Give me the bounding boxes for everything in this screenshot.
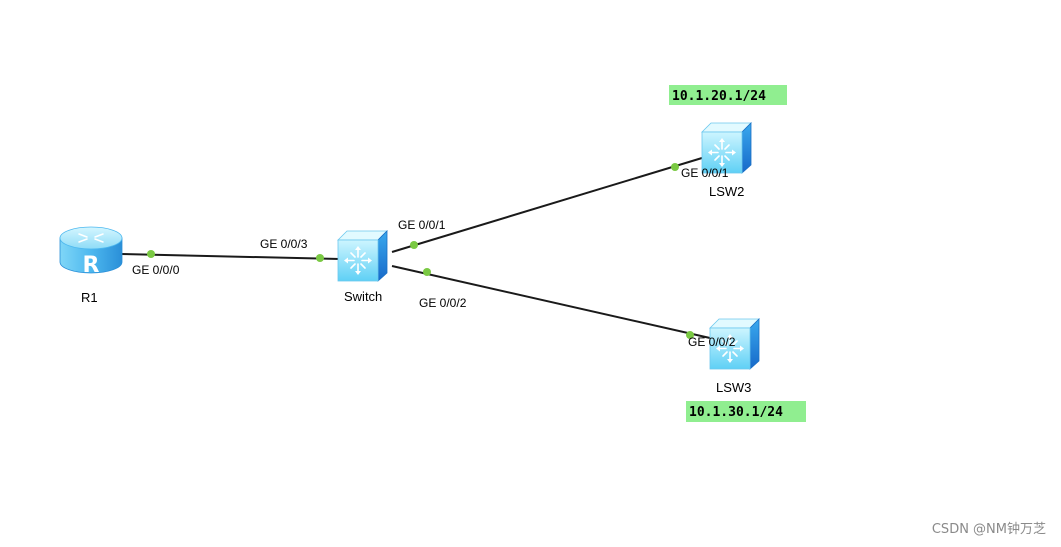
device-label-switch: Switch (344, 289, 382, 304)
port-dot-r1-ge000 (147, 250, 155, 258)
ip-label-lsw2: 10.1.20.1/24 (669, 85, 787, 105)
link-switch-lsw3[interactable] (391, 265, 711, 339)
port-label-switch-ge003: GE 0/0/3 (260, 237, 308, 251)
ip-text-lsw3: 10.1.30.1/24 (689, 405, 783, 420)
port-dot-lsw2-ge001 (671, 163, 679, 171)
ip-label-lsw3: 10.1.30.1/24 (686, 401, 806, 422)
port-label-r1-ge000: GE 0/0/0 (132, 263, 180, 277)
switch-main[interactable] (337, 230, 388, 282)
device-label-lsw3: LSW3 (716, 380, 751, 395)
port-label-switch-ge002: GE 0/0/2 (419, 296, 467, 310)
port-label-switch-ge001: GE 0/0/1 (398, 218, 446, 232)
link-switch-lsw2[interactable] (391, 157, 703, 253)
port-dot-lsw3-ge002 (686, 331, 694, 339)
port-dot-switch-ge002 (423, 268, 431, 276)
ip-text-lsw2: 10.1.20.1/24 (672, 89, 766, 104)
port-label-lsw2-ge001: GE 0/0/1 (681, 166, 729, 180)
port-dot-switch-ge003 (316, 254, 324, 262)
device-label-lsw2: LSW2 (709, 184, 744, 199)
router-icon (59, 226, 123, 279)
port-dot-switch-ge001 (410, 241, 418, 249)
router-r1[interactable] (59, 226, 123, 279)
port-label-lsw3-ge002: GE 0/0/2 (688, 335, 736, 349)
switch-icon (337, 230, 388, 282)
link-r1-switch[interactable] (119, 253, 341, 260)
device-label-r1: R1 (81, 290, 98, 305)
watermark: CSDN @NM钟万芝 (932, 521, 1046, 537)
